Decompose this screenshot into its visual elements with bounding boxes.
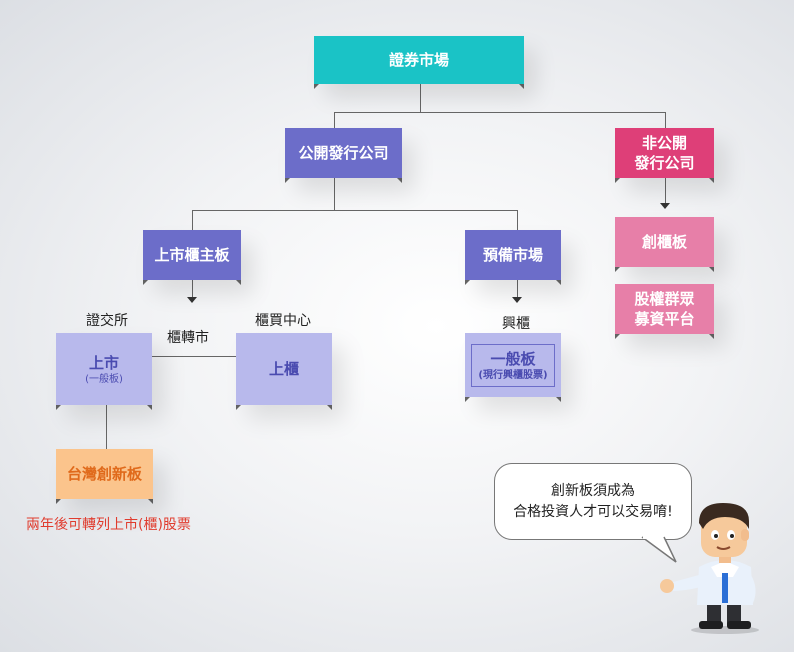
node-label: 非公開 [641, 134, 687, 152]
label-otc-center: 櫃買中心 [255, 313, 311, 329]
connector [152, 356, 236, 357]
node-label: 證券市場 [388, 51, 449, 69]
connector [334, 112, 665, 113]
connector [665, 112, 666, 128]
connector [192, 210, 193, 230]
label-otc-transfer: 櫃轉市 [167, 330, 209, 346]
note-text: 兩年後可轉列上市(櫃)股票 [26, 517, 191, 533]
node-label: 募資平台 [634, 310, 695, 328]
connector [517, 280, 518, 298]
node-label: 公開發行公司 [298, 144, 389, 162]
speech-tail-icon [641, 536, 677, 563]
connector [334, 112, 335, 128]
node-label: 預備市場 [482, 246, 543, 264]
node-label: 上市 [88, 353, 119, 372]
node-label: 股權群眾 [634, 290, 695, 308]
speech-line: 創新板須成為 [551, 482, 635, 499]
connector [106, 405, 107, 449]
node-label: 台灣創新板 [66, 465, 142, 483]
arrow-down-icon [187, 297, 197, 303]
arrow-down-icon [512, 297, 522, 303]
node-public-company: 公開發行公司 [285, 128, 402, 183]
node-listed: 上市 (一般板) [56, 333, 152, 410]
connector [334, 178, 335, 210]
node-label: 上櫃 [268, 360, 299, 378]
node-innovation-board: 創櫃板 [615, 217, 714, 272]
businessman-icon [660, 503, 759, 634]
node-taiwan-innovation-board: 台灣創新板 [56, 449, 153, 504]
node-otc: 上櫃 [236, 333, 332, 410]
arrow-down-icon [660, 203, 670, 209]
node-preparatory-market: 預備市場 [465, 230, 561, 285]
connector [665, 178, 666, 204]
speech-line: 合格投資人才可以交易唷! [513, 503, 673, 520]
node-label: 創櫃板 [641, 233, 687, 251]
node-sublabel: (現行興櫃股票) [478, 369, 548, 381]
node-label: 上市櫃主板 [154, 246, 230, 264]
label-emerging: 興櫃 [502, 316, 530, 332]
connector [420, 84, 421, 112]
node-sublabel: (一般板) [85, 373, 123, 385]
connector [192, 210, 517, 211]
node-equity-crowdfunding: 股權群眾 募資平台 [615, 284, 714, 339]
node-emerging-board: 一般板 (現行興櫃股票) [465, 333, 561, 402]
connector [517, 210, 518, 230]
emerging-inner-frame: 一般板 (現行興櫃股票) [471, 343, 555, 387]
node-label: 發行公司 [634, 154, 695, 172]
speech-bubble: 創新板須成為 合格投資人才可以交易唷! [494, 463, 692, 540]
label-exchange: 證交所 [86, 313, 128, 329]
node-nonpublic-company: 非公開 發行公司 [615, 128, 714, 183]
node-securities-market: 證券市場 [314, 36, 524, 89]
connector [192, 280, 193, 298]
node-main-board: 上市櫃主板 [143, 230, 241, 285]
node-label: 一般板 [490, 349, 536, 368]
